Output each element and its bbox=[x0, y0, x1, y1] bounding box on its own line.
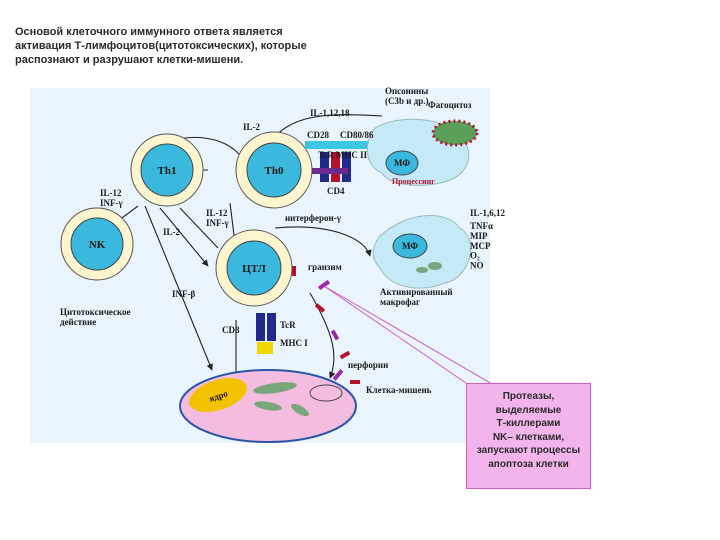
mf-active-label: МФ bbox=[402, 241, 418, 251]
label-opsonins: Опсонины(С3b и др.) bbox=[385, 86, 429, 106]
label-il-1-12-18: IL-1,12,18 bbox=[310, 108, 350, 118]
label-cd8: CD8 bbox=[222, 325, 240, 335]
label-processing: Процессинг bbox=[392, 177, 435, 186]
th0-label: Th0 bbox=[265, 165, 284, 177]
label-phagocytosis: Фагоцитоз bbox=[428, 100, 472, 110]
th1-cell: Th1 bbox=[130, 133, 204, 207]
protease-callout: Протеазы, выделяемые Т-киллерами NK– кле… bbox=[466, 383, 591, 489]
label-cd4: CD4 bbox=[327, 186, 345, 196]
label-il-1-6-12: IL-1,6,12 bbox=[470, 208, 506, 218]
th0-cell: Th0 bbox=[235, 131, 313, 209]
label-tcr-mhc2: TcR MHC II bbox=[318, 150, 368, 160]
label-tcr: TcR bbox=[280, 320, 296, 330]
ctl-cell: ЦТЛ bbox=[215, 229, 293, 354]
target-cell: ядро bbox=[179, 369, 357, 443]
receptor-complex bbox=[305, 141, 377, 182]
slide-heading: Основой клеточного иммунного ответа явля… bbox=[15, 26, 307, 66]
callout-pointer bbox=[323, 285, 493, 385]
ctl-label: ЦТЛ bbox=[242, 263, 266, 275]
nk-cell: NK bbox=[60, 207, 134, 281]
activated-macrophage: МФ bbox=[372, 215, 472, 289]
label-cd28: CD28 bbox=[307, 130, 329, 140]
label-mhc1: MHC I bbox=[280, 338, 308, 348]
label-interferon: интерферон-γ bbox=[285, 213, 342, 223]
label-cd80-86: CD80/86 bbox=[340, 130, 374, 140]
label-inf-beta: INF-β bbox=[172, 289, 195, 299]
label-il2-left: IL-2 bbox=[163, 227, 181, 237]
arrows bbox=[114, 114, 383, 379]
top-macrophage: МФ bbox=[366, 118, 479, 186]
label-granzyme: гранзим bbox=[308, 262, 342, 272]
th1-label: Th1 bbox=[158, 165, 177, 177]
nk-label: NK bbox=[89, 239, 106, 251]
granzyme-particles bbox=[292, 266, 360, 384]
mf-top-label: МФ bbox=[394, 158, 410, 168]
label-target-cell: Клетка-мишень bbox=[366, 385, 432, 395]
immune-response-diagram: Th1 Th0 NK ЦТЛ МФ МФ bbox=[30, 86, 506, 443]
label-perforin: перфорин bbox=[348, 360, 388, 370]
label-il2-top: IL-2 bbox=[243, 122, 261, 132]
